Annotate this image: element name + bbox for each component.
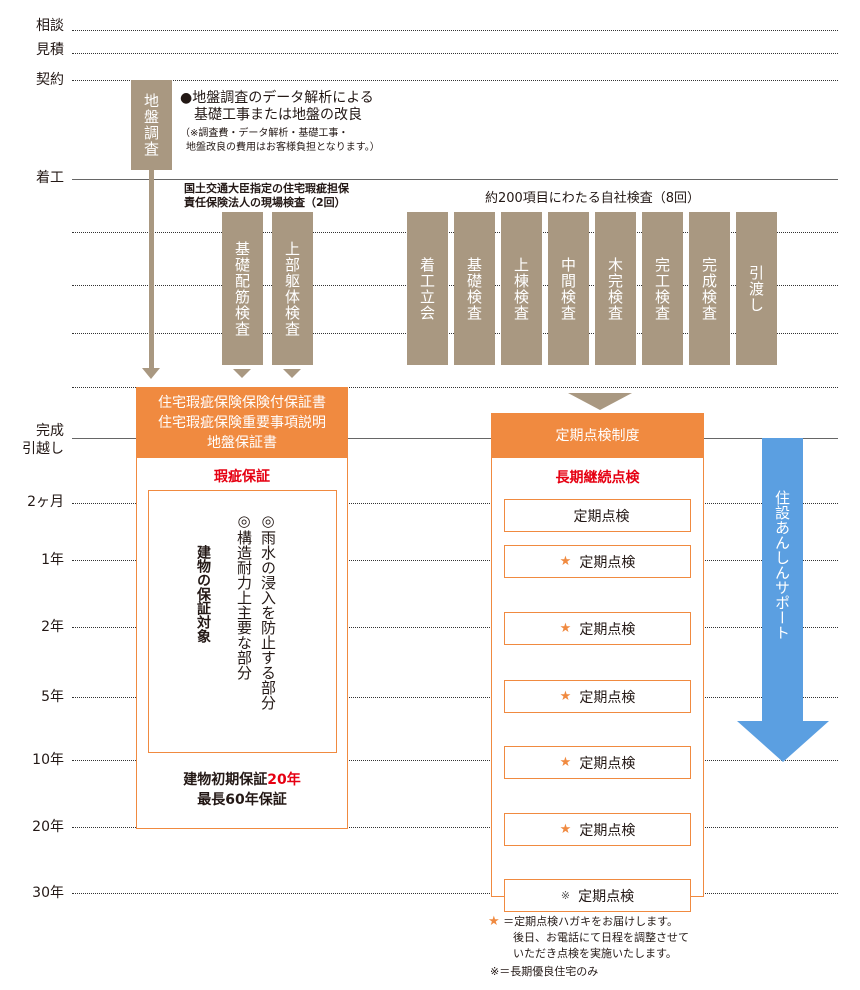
divider — [72, 827, 838, 828]
support-label: 住設あんしんサポート — [773, 490, 791, 640]
divider — [72, 438, 838, 439]
insurer-title-line2: 責任保険法人の現場検査（2回） — [184, 196, 346, 209]
self-check-box: 基礎検査 — [454, 212, 495, 365]
ground-description: ●地盤調査のデータ解析による 基礎工事または地盤の改良 （※調査費・データ解析・… — [180, 90, 380, 155]
inspection-subtitle: 長期継続点検 — [555, 470, 640, 486]
star-icon: ★ — [488, 914, 500, 929]
row-label-move: 引越し — [22, 441, 64, 457]
divider — [72, 697, 838, 698]
row-label-contract: 契約 — [36, 72, 64, 88]
warranty-target-item: ◎雨水の浸入を防止する部分 — [259, 512, 277, 710]
row-label-20y: 20年 — [32, 819, 64, 835]
inspection-label: 定期点検 — [578, 888, 635, 905]
note-mark-icon: ※ — [560, 889, 571, 902]
inspection-item: 定期点検 — [504, 499, 691, 532]
divider — [72, 503, 838, 504]
star-icon: ★ — [559, 621, 572, 636]
warranty-footer: 建物初期保証20年 最長60年保証 — [136, 770, 348, 810]
inspection-label: 定期点検 — [573, 508, 630, 525]
inspection-label: 定期点検 — [579, 689, 636, 706]
legend: ★ ＝定期点検ハガキをお届けします。 後日、お電話にて日程を調整させて いただき… — [488, 914, 689, 980]
divider — [72, 893, 838, 894]
warranty-target-items: ◎雨水の浸入を防止する部分 ◎構造耐力上主要な部分 — [232, 512, 280, 710]
inspection-label: 定期点検 — [579, 822, 636, 839]
legend-star-text: 後日、お電話にて日程を調整させて — [513, 931, 689, 944]
warranty-target-item: ◎構造耐力上主要な部分 — [235, 512, 253, 680]
divider — [72, 30, 838, 31]
star-icon: ★ — [559, 689, 572, 704]
max-warranty: 最長60年保証 — [197, 792, 287, 808]
inspection-item: ★ 定期点検 — [504, 612, 691, 645]
inspection-item: ★ 定期点検 — [504, 746, 691, 779]
ground-survey-box: 地盤調査 — [131, 80, 172, 170]
support-arrow-shaft — [762, 438, 803, 721]
support-arrow-head-icon — [737, 721, 829, 762]
self-check-title: 約200項目にわたる自社検査（8回） — [484, 191, 701, 206]
divider — [72, 179, 838, 180]
warranty-header: 住宅瑕疵保険保険付保証書 住宅瑕疵保険重要事項説明 地盤保証書 — [136, 387, 348, 458]
warranty-header-line: 地盤保証書 — [207, 434, 277, 451]
legend-note: ※＝長期優良住宅のみ — [490, 965, 599, 978]
legend-star-text: いただき点検を実施いたします。 — [513, 947, 677, 960]
initial-warranty-label: 建物初期保証 — [183, 772, 268, 788]
warranty-target-box — [148, 490, 337, 753]
warranty-target-title: 建物の保証対象 — [195, 545, 211, 643]
row-label-estimate: 見積 — [36, 42, 64, 58]
divider — [72, 53, 838, 54]
star-icon: ★ — [559, 822, 572, 837]
warranty-subtitle: 瑕疵保証 — [214, 469, 270, 485]
self-check-box: 完成検査 — [689, 212, 730, 365]
ground-line2: 基礎工事または地盤の改良 — [194, 107, 362, 123]
divider — [72, 560, 838, 561]
ground-line1: ●地盤調査のデータ解析による — [180, 90, 374, 106]
inspection-item: ★ 定期点検 — [504, 813, 691, 846]
star-icon: ★ — [559, 755, 572, 770]
row-label-2y: 2年 — [41, 619, 64, 635]
row-label-10y: 10年 — [32, 752, 64, 768]
insurer-title-line1: 国土交通大臣指定の住宅瑕疵担保 — [184, 182, 349, 195]
insurer-title: 国土交通大臣指定の住宅瑕疵担保 責任保険法人の現場検査（2回） — [184, 182, 349, 210]
ground-note2: 地盤改良の費用はお客様負担となります。） — [186, 142, 380, 153]
inspection-header: 定期点検制度 — [491, 413, 704, 458]
self-check-box: 上棟検査 — [501, 212, 542, 365]
arrow-down-icon — [283, 369, 301, 378]
self-check-box: 中間検査 — [548, 212, 589, 365]
self-check-box: 引渡し — [736, 212, 777, 365]
ground-arrow-head-icon — [142, 368, 160, 379]
self-check-box: 木完検査 — [595, 212, 636, 365]
insurer-box-frame: 上部躯体検査 — [272, 212, 313, 365]
row-label-start: 着工 — [36, 170, 64, 186]
divider — [72, 80, 838, 81]
divider — [72, 760, 838, 761]
ground-arrow-shaft — [149, 170, 154, 368]
inspection-label: 定期点検 — [579, 755, 636, 772]
big-arrow-down-icon — [568, 393, 632, 410]
divider — [72, 387, 838, 388]
row-label-1y: 1年 — [41, 552, 64, 568]
inspection-item: ★ 定期点検 — [504, 545, 691, 578]
arrow-down-icon — [233, 369, 251, 378]
self-check-box: 着工立会 — [407, 212, 448, 365]
inspection-item: ※ 定期点検 — [504, 879, 691, 912]
self-check-box: 完工検査 — [642, 212, 683, 365]
row-label-2m: 2ヶ月 — [27, 494, 64, 510]
legend-star-text: ＝定期点検ハガキをお届けします。 — [503, 915, 679, 928]
row-label-5y: 5年 — [41, 689, 64, 705]
initial-warranty-years: 20年 — [267, 772, 301, 788]
row-label-consult: 相談 — [36, 18, 64, 34]
warranty-header-line: 住宅瑕疵保険保険付保証書 — [158, 394, 326, 411]
row-label-complete: 完成 — [36, 423, 64, 439]
inspection-item: ★ 定期点検 — [504, 680, 691, 713]
row-label-30y: 30年 — [32, 885, 64, 901]
inspection-label: 定期点検 — [579, 554, 636, 571]
warranty-header-line: 住宅瑕疵保険重要事項説明 — [158, 414, 326, 431]
star-icon: ★ — [559, 554, 572, 569]
divider — [72, 627, 838, 628]
ground-note1: （※調査費・データ解析・基礎工事・ — [180, 128, 349, 139]
inspection-label: 定期点検 — [579, 621, 636, 638]
insurer-box-foundation: 基礎配筋検査 — [222, 212, 263, 365]
